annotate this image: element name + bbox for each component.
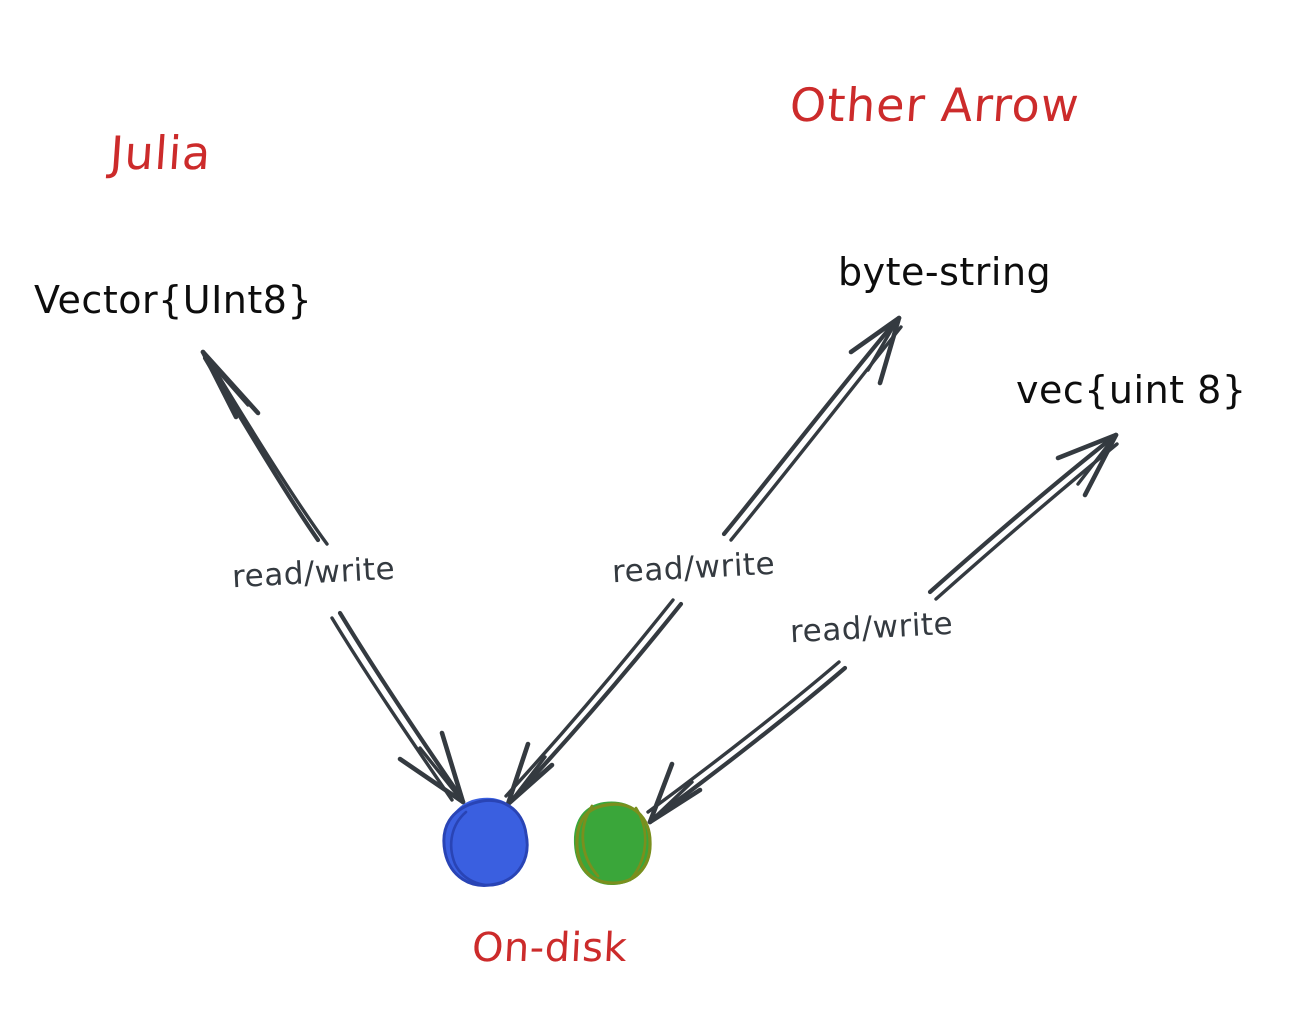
edge-vec-blob-arrowhead-lower — [647, 761, 675, 825]
blob-blue — [442, 797, 529, 887]
edge-vec-blob-arrowhead-inner — [652, 780, 694, 820]
edge-bytestring-blob-arrowhead-inner — [510, 755, 547, 802]
blob-green-outline-1 — [575, 802, 652, 885]
edge-vec-lower-stroke-2 — [646, 660, 841, 814]
edge-bytestring-readwrite — [504, 315, 903, 807]
blob-green — [573, 801, 652, 886]
type-node-vector-uint8: Vector{UInt8} — [34, 278, 313, 322]
edge-vec-arrowhead-inner — [1076, 438, 1114, 486]
edge-vec-lower-stroke-1 — [651, 665, 848, 821]
blob-blue-outline-2 — [449, 810, 506, 887]
edge-vec-blob-arrowhead-upper — [647, 787, 703, 825]
group-label-julia: Julia — [108, 126, 214, 180]
edge-julia-arrowhead-inner — [203, 354, 250, 407]
edge-vec-arrowhead-left — [1055, 432, 1119, 461]
edge-bytestring-lower-stroke-2 — [504, 598, 675, 798]
edge-julia-lower-stroke-1 — [337, 610, 463, 799]
edge-julia-lower-stroke-2 — [330, 616, 454, 802]
edge-vec-readwrite — [646, 432, 1119, 825]
blob-green-outline-2 — [581, 804, 600, 878]
edge-julia-blob-arrowhead-upper — [397, 756, 466, 805]
edge-bytestring-arrowhead-left — [848, 315, 902, 355]
edge-vec-upper-stroke-1 — [927, 435, 1115, 595]
blob-blue-fill — [444, 797, 526, 885]
edge-julia-arrowhead-right — [200, 349, 239, 420]
edge-julia-upper-stroke-2 — [207, 358, 329, 546]
storage-label-on-disk: On-disk — [470, 925, 629, 971]
edge-julia-blob-arrowhead-lower — [439, 730, 466, 805]
edge-bytestring-arrowhead-down — [877, 315, 902, 386]
edge-bytestring-arrowhead-inner — [866, 320, 898, 372]
type-node-vec-uint8: vec{uint 8} — [1016, 368, 1247, 412]
blob-green-fill — [573, 801, 652, 886]
edge-vec-arrowhead-down — [1082, 432, 1119, 498]
group-label-other-arrow: Other Arrow — [788, 78, 1082, 132]
edge-bytestring-lower-stroke-1 — [509, 601, 684, 803]
type-node-byte-string: byte-string — [838, 250, 1052, 294]
edge-julia-readwrite — [200, 349, 466, 805]
edge-bytestring-upper-stroke-1 — [721, 319, 898, 537]
edge-bytestring-blob-arrowhead-lower — [505, 741, 531, 807]
edge-julia-blob-arrowhead-inner — [418, 746, 461, 799]
blob-green-outline-3 — [628, 806, 647, 882]
